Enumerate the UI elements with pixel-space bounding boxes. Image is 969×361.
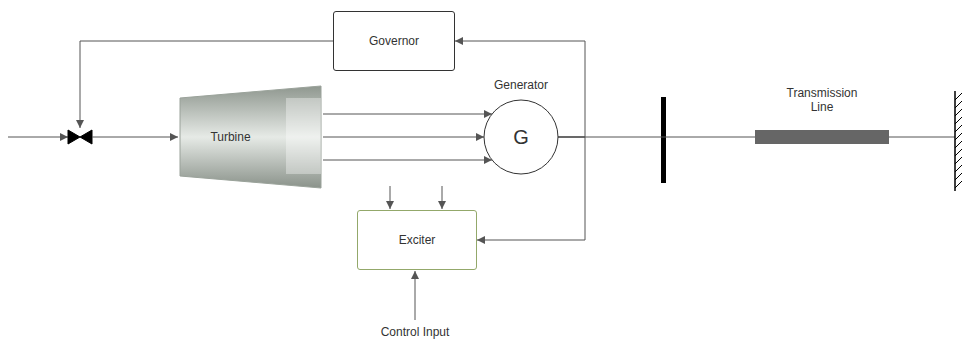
turbine-shape: Turbine	[178, 84, 323, 190]
exciter-input-arrow	[442, 186, 443, 209]
input-arrow	[8, 137, 68, 138]
exciter-box: Exciter	[357, 210, 477, 270]
hatch-stroke	[955, 133, 962, 140]
governor-box: Governor	[333, 11, 455, 71]
valve-symbol	[68, 130, 92, 144]
hatch-stroke	[955, 173, 962, 180]
hatch-stroke	[955, 125, 962, 132]
connector	[323, 114, 492, 115]
hatch-stroke	[955, 141, 962, 148]
infinite-bus	[954, 91, 956, 191]
signal-label: Control Input	[380, 325, 450, 339]
transmission-line-band: Transmission Line	[752, 82, 892, 148]
valve-outlet-arrow	[92, 137, 178, 138]
node-heading: Transmission Line	[777, 86, 867, 114]
hatch-stroke	[955, 181, 962, 188]
connector	[558, 137, 755, 138]
connector	[323, 137, 484, 138]
generator-symbol: G	[480, 125, 562, 149]
node-heading: Generator	[480, 78, 562, 92]
hatch-stroke	[955, 93, 962, 100]
hatch-stroke	[955, 165, 962, 172]
node-label: Governor	[369, 34, 419, 48]
hatch-stroke	[955, 149, 962, 156]
connector	[323, 160, 492, 161]
hatch-stroke	[955, 157, 962, 164]
generator-circle: GeneratorG	[480, 78, 564, 176]
exciter-input-arrow	[390, 186, 391, 209]
line-to-infinite-bus	[889, 137, 955, 138]
hatch-stroke	[955, 109, 962, 116]
node-label: Turbine	[210, 130, 250, 144]
control-input-arrow	[415, 271, 416, 320]
hatch-stroke	[955, 117, 962, 124]
hatch-stroke	[955, 101, 962, 108]
bus-bar	[661, 97, 666, 183]
infinite-bus-hatching	[955, 93, 962, 188]
node-label: Exciter	[399, 233, 436, 247]
